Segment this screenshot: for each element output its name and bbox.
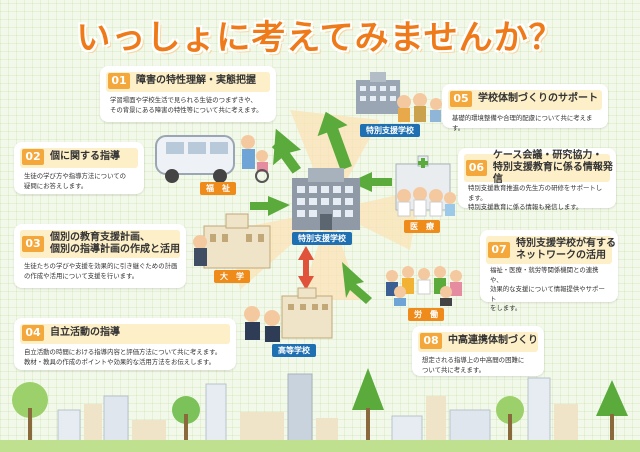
- label-welfare: 福 祉: [200, 182, 236, 195]
- card-02: 02 個に関する指導 生徒の学び方や指導方法についての 疑問にお答えします。: [14, 142, 144, 194]
- card-title: 特別支援学校が有する: [516, 238, 616, 249]
- card-body-line: 想定される指導上の中高間の困難に: [422, 356, 525, 364]
- card-title: ケース会議・研究協力・: [492, 150, 603, 161]
- card-title: 中高連携体制づくり: [448, 335, 538, 346]
- labor-illustration: [386, 266, 462, 306]
- card-body-line: をします。: [490, 304, 522, 312]
- double-arrow: [298, 246, 314, 290]
- card-title: 障害の特性理解・実態把握: [136, 75, 256, 86]
- card-body-line: 疑問にお答えします。: [24, 181, 88, 190]
- card-body-line: 生徒たちの学びや支援を効果的に引き継ぐための計画: [24, 262, 178, 270]
- card-title-2: 個別の指導計画の作成と活用: [50, 244, 180, 255]
- card-number: 02: [22, 149, 44, 165]
- card-06: 06 ケース会議・研究協力・特別支援教育に係る情報発信 特別支援教育推進の先生方…: [458, 148, 616, 211]
- card-body-line: 自立活動の時間における指導内容と評価方法について共に考えます。: [24, 348, 222, 356]
- welfare-illustration: [155, 135, 269, 183]
- card-07: 07 特別支援学校が有するネットワークの活用 福祉・医療・就労等関係機関との連携…: [480, 230, 618, 312]
- card-body-line: 特別支援教育に係る情報も発信します。: [468, 203, 583, 211]
- high-school-illustration: [244, 287, 333, 342]
- card-title-2: 特別支援教育に係る情報発信: [492, 162, 613, 185]
- card-08: 08 中高連携体制づくり 想定される指導上の中高間の困難に ついて共に考えます。: [412, 326, 544, 376]
- card-title: 個に関する指導: [50, 151, 120, 162]
- card-number: 07: [488, 242, 510, 258]
- town-skyline: [12, 368, 628, 445]
- center-school-building: [292, 168, 360, 230]
- label-high-school: 高等学校: [272, 344, 316, 357]
- card-number: 06: [466, 160, 487, 176]
- card-body-line: 学習場面や学校生活で見られる生徒のつまずきや、: [110, 96, 257, 104]
- green-arrows: [250, 111, 392, 304]
- label-center-school: 特別支援学校: [292, 232, 352, 245]
- page-title: いっしょに考えてみませんか？: [76, 18, 564, 58]
- card-number: 08: [420, 333, 442, 349]
- card-body-line: その背景にある障害の特性等について共に考えます。: [110, 105, 263, 114]
- arrow-welfare-body: [271, 142, 301, 172]
- card-body-line: 教材・教具の作成のポイントや効果的な活用方法をお伝えします。: [24, 357, 216, 366]
- card-04: 04 自立活動の指導 自立活動の時間における指導内容と評価方法について共に考えます…: [14, 318, 236, 370]
- card-title: 自立活動の指導: [50, 327, 120, 338]
- label-university: 大 学: [214, 270, 250, 283]
- card-body-line: 効果的な支援について情報提供やサポート: [490, 285, 605, 303]
- label-medical: 医 療: [404, 220, 440, 233]
- card-number: 03: [22, 236, 44, 252]
- card-body-line: 福祉・医療・就労等関係機関との連携や、: [490, 266, 599, 284]
- label-labor: 労 働: [408, 308, 444, 321]
- university-illustration: [193, 213, 271, 269]
- card-01: 01 障害の特性理解・実態把握 学習場面や学校生活で見られる生徒のつまずきや、 そ…: [100, 66, 276, 122]
- medical-illustration: [395, 155, 456, 217]
- special-school-top-building: [356, 72, 442, 122]
- arrow-medical: [350, 172, 392, 192]
- arrow-school-top: [317, 111, 352, 171]
- card-body-line: ついて共に考えます。: [422, 365, 486, 374]
- card-03: 03 個別の教育支援計画、個別の指導計画の作成と活用 生徒たちの学びや支援を効果…: [14, 224, 186, 288]
- card-body-line: 特別支援教育推進の先生方の研修をサポートします。: [468, 184, 603, 202]
- card-body-line: 生徒の学び方や指導方法についての: [24, 172, 127, 180]
- arrow-labor: [342, 262, 372, 304]
- card-title: 学校体制づくりのサポート: [478, 93, 598, 104]
- card-number: 05: [450, 91, 472, 107]
- card-05: 05 学校体制づくりのサポート 基礎的環境整備や合理的配慮について共に考えます。: [442, 84, 608, 132]
- card-title: 個別の教育支援計画、: [50, 232, 150, 243]
- card-number: 01: [108, 73, 130, 89]
- card-number: 04: [22, 325, 44, 341]
- card-body-line: の作成や活用について支援を行います。: [24, 271, 139, 280]
- card-body-line: 基礎的環境整備や合理的配慮について共に考えます。: [452, 114, 593, 132]
- ground-strip: [0, 440, 640, 452]
- card-title-2: ネットワークの活用: [516, 250, 606, 261]
- label-special-school-top: 特別支援学校: [360, 124, 420, 137]
- arrow-university: [250, 196, 290, 216]
